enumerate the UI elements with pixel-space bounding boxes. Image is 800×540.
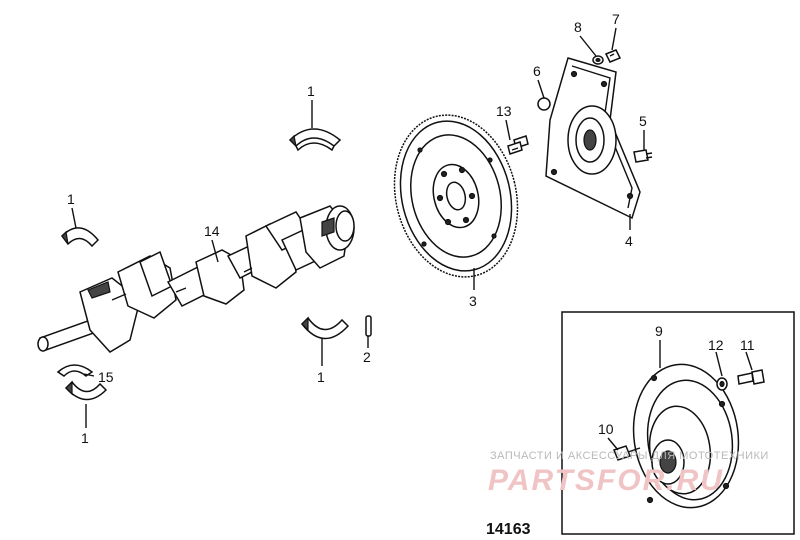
watermark-caption: ЗАПЧАСТИ И АКСЕССУАРЫ ДЛЯ МОТОТЕХНИКИ xyxy=(490,450,769,462)
flywheel xyxy=(393,114,519,278)
top-washer xyxy=(592,55,604,65)
callout-10: 10 xyxy=(598,421,614,437)
callout-3: 3 xyxy=(469,293,477,309)
top-bolt xyxy=(604,49,622,63)
callout-1-lower-center: 1 xyxy=(317,369,325,385)
callout-2: 2 xyxy=(363,349,371,365)
cover-bolt xyxy=(633,149,653,163)
callout-4: 4 xyxy=(625,233,633,249)
leader-lines xyxy=(71,27,753,451)
main-bearing-lower-left xyxy=(64,380,108,401)
callout-15: 15 xyxy=(98,369,114,385)
flywheel-bolt xyxy=(507,135,529,155)
callout-1-top: 1 xyxy=(307,83,315,99)
callout-8: 8 xyxy=(574,19,582,35)
watermark: ЗАПЧАСТИ И АКСЕССУАРЫ ДЛЯ МОТОТЕХНИКИ PA… xyxy=(488,450,769,497)
callout-5: 5 xyxy=(639,113,647,129)
main-bearing-top xyxy=(288,128,342,152)
callout-12: 12 xyxy=(708,337,724,353)
dowel-pin xyxy=(365,315,372,337)
crankshaft xyxy=(37,205,355,353)
callout-7: 7 xyxy=(612,11,620,27)
callout-14: 14 xyxy=(204,223,220,239)
thrust-washer xyxy=(56,364,94,377)
callout-11: 11 xyxy=(740,337,755,353)
callout-1-lower-left: 1 xyxy=(81,430,89,446)
coupler-washer xyxy=(716,377,728,391)
main-bearing-left xyxy=(61,227,100,248)
main-bearing-lower-center xyxy=(300,316,350,340)
flex-plate xyxy=(545,57,641,220)
inset-box xyxy=(561,311,795,535)
callouts: 1 1 1 1 2 3 4 5 6 7 8 9 10 11 12 13 14 1… xyxy=(67,11,755,446)
figure-number: 14163 xyxy=(486,521,531,538)
callout-9: 9 xyxy=(655,323,663,339)
callout-1-left: 1 xyxy=(67,191,75,207)
coupler-top-bolt xyxy=(737,369,765,385)
coupler xyxy=(632,363,740,509)
callout-13: 13 xyxy=(496,103,512,119)
plug xyxy=(537,97,551,111)
watermark-logo: PARTSFOR.RU xyxy=(488,464,724,497)
callout-6: 6 xyxy=(533,63,541,79)
